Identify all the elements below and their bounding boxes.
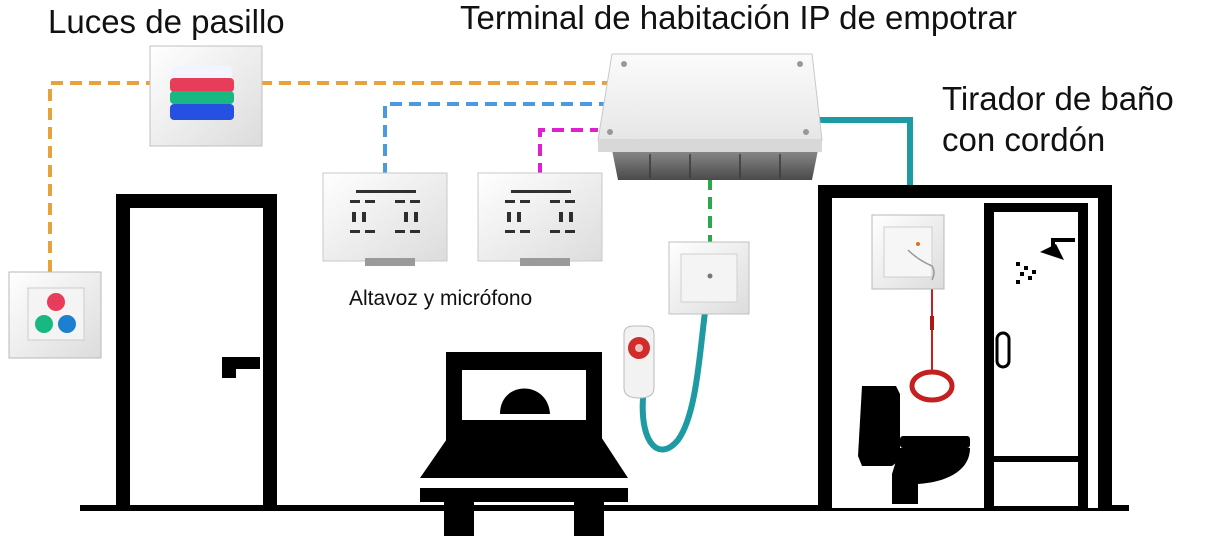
hall-light-fixture xyxy=(149,45,263,147)
call-blue-icon xyxy=(58,315,76,333)
label-room-terminal: Terminal de habitación IP de empotrar xyxy=(460,0,1018,36)
corridor-call-panel xyxy=(8,271,102,359)
speaker-panel xyxy=(322,172,448,266)
hall-light-green xyxy=(170,91,234,104)
wire-speaker xyxy=(383,102,610,175)
door-icon xyxy=(116,194,277,508)
label-hall-lights: Luces de pasillo xyxy=(48,3,285,40)
shower-door-handle-icon xyxy=(995,331,1011,369)
bedside-socket xyxy=(668,241,750,315)
door-handle-icon xyxy=(222,357,260,378)
pull-cord-icon xyxy=(909,280,955,403)
hall-light-blue xyxy=(170,104,234,120)
bath-pull-switch xyxy=(871,214,945,290)
hall-light-red xyxy=(170,78,234,92)
shower-head-icon xyxy=(1016,238,1075,284)
room-terminal-box xyxy=(597,53,823,180)
call-green-icon xyxy=(35,315,53,333)
floor-line xyxy=(80,505,1129,511)
call-red-icon xyxy=(47,293,65,311)
cable-handset xyxy=(639,275,713,453)
wire-mic xyxy=(538,128,598,175)
bed-icon xyxy=(420,352,628,536)
wiring xyxy=(48,81,712,272)
wire-hall-light xyxy=(48,81,610,272)
call-button-icon xyxy=(623,325,655,399)
shower-icon xyxy=(984,203,1088,508)
label-bath-pull: Tirador de baño con cordón xyxy=(942,80,1174,158)
label-speaker-mic: Altavoz y micrófono xyxy=(349,287,533,310)
microphone-panel xyxy=(477,172,603,266)
toilet-icon xyxy=(858,386,970,504)
